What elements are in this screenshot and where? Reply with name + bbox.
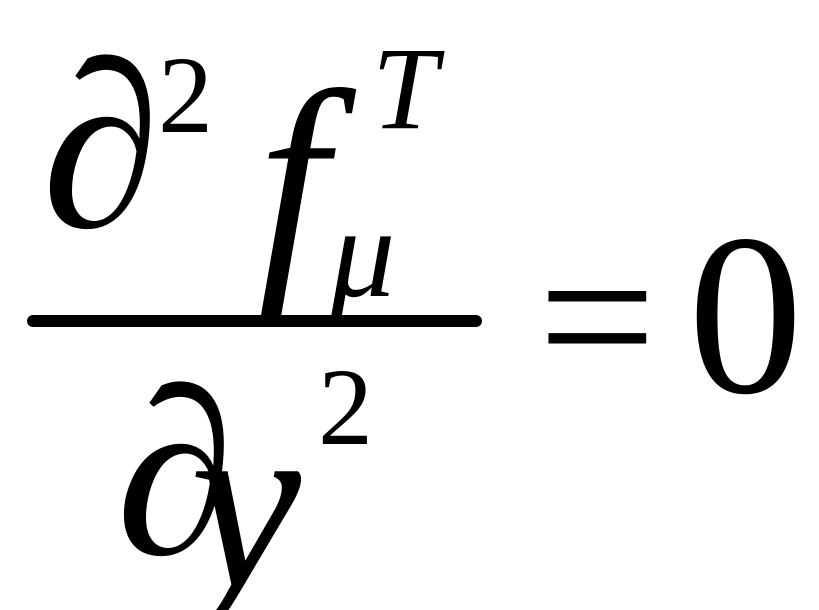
denominator-order-exponent: 2: [318, 346, 373, 468]
fraction-bar: [27, 315, 482, 327]
denominator-partial-symbol: ∂: [116, 342, 234, 605]
rhs-zero: 0: [688, 187, 803, 442]
subscript-mu: μ: [330, 181, 396, 325]
numerator-partial-symbol: ∂: [42, 15, 160, 278]
superscript-t: T: [372, 23, 438, 154]
equals-sign: =: [538, 201, 657, 433]
variable-y: y: [190, 364, 301, 610]
numerator-order-exponent: 2: [158, 34, 213, 156]
function-f: f: [258, 41, 328, 318]
